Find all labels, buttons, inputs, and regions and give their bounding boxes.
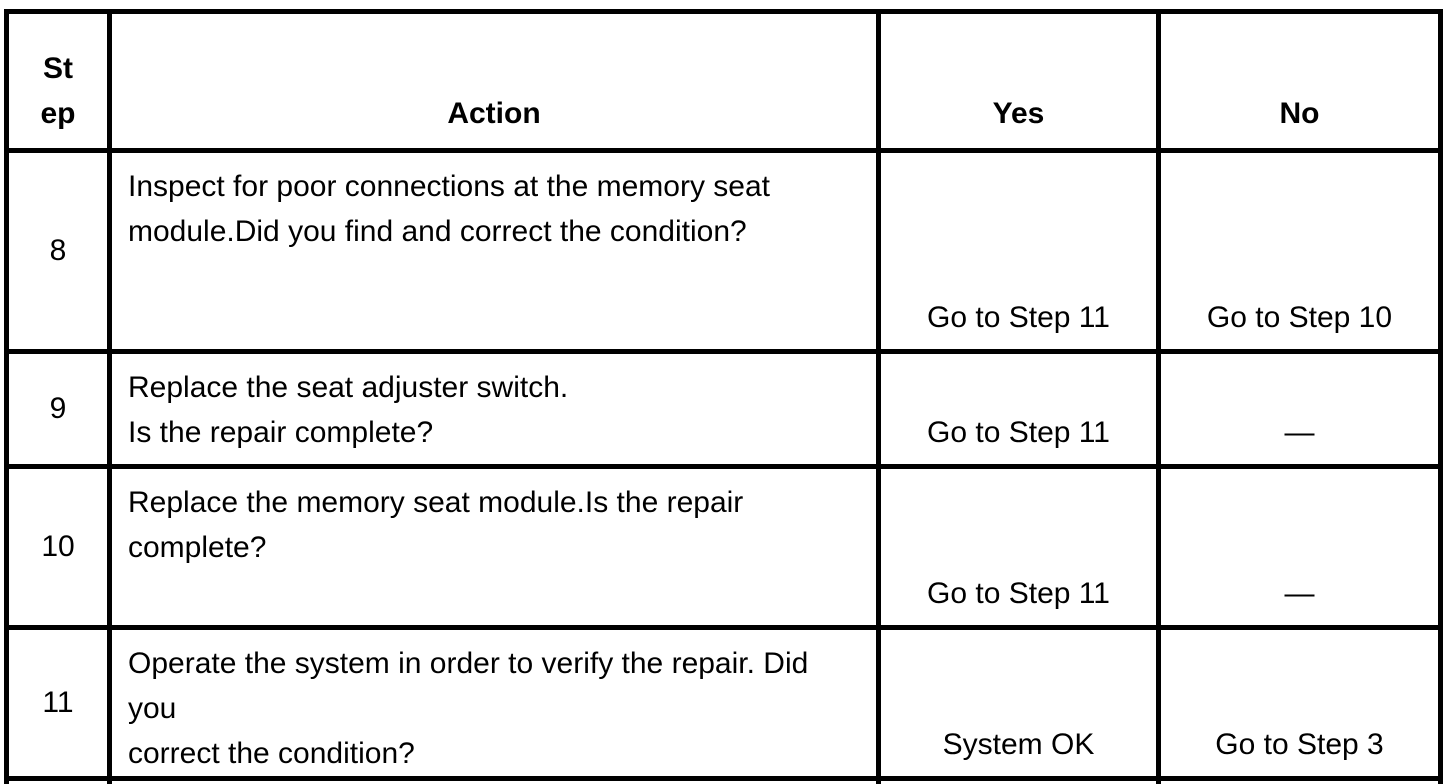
no-result: — xyxy=(1156,349,1443,469)
no-result: Go to Step 10 xyxy=(1156,148,1443,354)
table-row-step-10: 10 Replace the memory seat module.Is the… xyxy=(4,464,1443,630)
table-row-partial xyxy=(4,776,1443,784)
action-text: Inspect for poor connections at the memo… xyxy=(107,148,881,354)
yes-result: Go to Step 11 xyxy=(876,464,1161,630)
yes-result: System OK xyxy=(876,625,1161,781)
partial-cell xyxy=(1156,776,1443,784)
table-header-row: St ep Action Yes No xyxy=(4,9,1443,153)
column-header-action: Action xyxy=(107,9,881,153)
partial-cell xyxy=(876,776,1161,784)
table-row-step-11: 11 Operate the system in order to verify… xyxy=(4,625,1443,781)
step-number: 10 xyxy=(4,464,112,630)
action-text: Replace the seat adjuster switch. Is the… xyxy=(107,349,881,469)
no-result: Go to Step 3 xyxy=(1156,625,1443,781)
step-number: 8 xyxy=(4,148,112,354)
diagnostic-steps-table: St ep Action Yes No 8 Inspect for poor c… xyxy=(4,9,1443,784)
column-header-yes: Yes xyxy=(876,9,1161,153)
yes-result: Go to Step 11 xyxy=(876,349,1161,469)
step-number: 11 xyxy=(4,625,112,781)
column-header-no: No xyxy=(1156,9,1443,153)
table-row-step-9: 9 Replace the seat adjuster switch. Is t… xyxy=(4,349,1443,469)
no-result: — xyxy=(1156,464,1443,630)
action-text: Operate the system in order to verify th… xyxy=(107,625,881,781)
table-row-step-8: 8 Inspect for poor connections at the me… xyxy=(4,148,1443,354)
yes-result: Go to Step 11 xyxy=(876,148,1161,354)
partial-cell xyxy=(107,776,881,784)
column-header-step: St ep xyxy=(4,9,112,153)
partial-cell xyxy=(4,776,112,784)
action-text: Replace the memory seat module.Is the re… xyxy=(107,464,881,630)
step-number: 9 xyxy=(4,349,112,469)
